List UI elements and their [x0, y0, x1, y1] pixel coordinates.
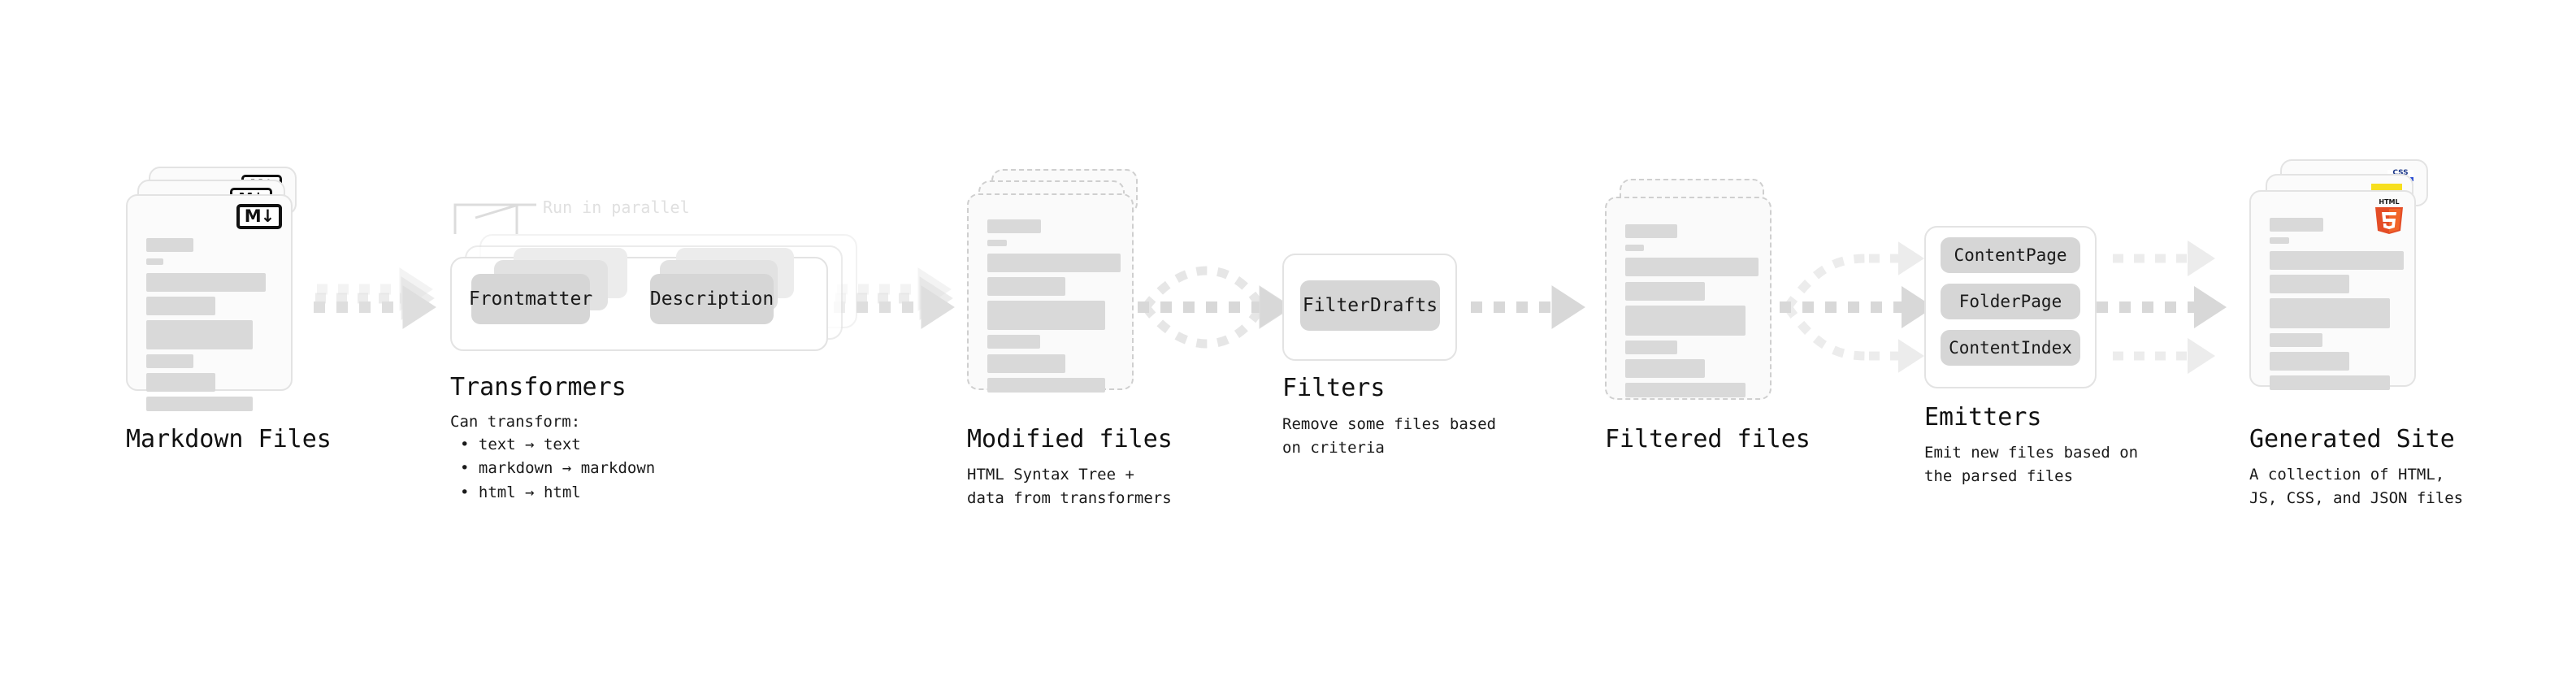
description-pill[interactable]: Description	[650, 274, 774, 324]
doc-bar	[2270, 237, 2289, 244]
doc-bar	[2270, 218, 2323, 232]
doc-bar	[146, 258, 163, 265]
filtered-card-front	[1605, 197, 1772, 400]
html5-icon: HTML	[2375, 198, 2403, 234]
transform-bullet: • html → html	[460, 483, 581, 501]
modified-files-title: Modified files	[967, 425, 1173, 453]
arrow-filters-to-filtered	[1471, 285, 1585, 329]
filter-drafts-pill[interactable]: FilterDrafts	[1300, 280, 1440, 331]
doc-bar	[146, 373, 215, 392]
filters-caption: Remove some files based on criteria	[1282, 415, 1497, 457]
doc-bar	[987, 378, 1105, 393]
arrow-modified-to-filters	[1138, 266, 1293, 349]
doc-bar	[987, 254, 1121, 272]
doc-bar	[987, 354, 1065, 373]
doc-bar	[1625, 383, 1746, 397]
doc-bar	[1625, 306, 1746, 336]
doc-bar	[146, 273, 266, 292]
doc-bar	[2270, 251, 2404, 270]
emitters-title: Emitters	[1924, 403, 2042, 432]
html-card-front: HTML	[2249, 190, 2416, 390]
doc-bar	[146, 238, 193, 252]
doc-bar	[987, 240, 1007, 246]
transform-bullet: • text → text	[460, 436, 581, 453]
doc-bar	[1625, 224, 1677, 238]
doc-bar	[1625, 245, 1644, 251]
doc-bar	[1625, 258, 1759, 276]
modified-files-caption: HTML Syntax Tree + data from transformer…	[967, 466, 1172, 507]
modified-card-front	[967, 193, 1134, 393]
filters-title: Filters	[1282, 374, 1386, 402]
doc-bar	[2270, 352, 2349, 371]
arrow-emitters-to-site	[2097, 240, 2227, 375]
markdown-card-front: M↓	[126, 194, 293, 411]
frontmatter-pill[interactable]: Frontmatter	[469, 274, 592, 324]
doc-bar	[987, 301, 1105, 330]
doc-bar	[2270, 375, 2390, 390]
arrow-filtered-to-emitters	[1780, 241, 1934, 373]
doc-bar	[146, 297, 215, 315]
svg-text:HTML: HTML	[2379, 198, 2399, 206]
generated-site-title: Generated Site	[2249, 425, 2455, 453]
content-index-pill[interactable]: ContentIndex	[1941, 330, 2080, 366]
run-in-parallel-label: Run in parallel	[543, 197, 690, 217]
doc-bar	[1625, 340, 1677, 354]
markdown-icon: M↓	[236, 204, 282, 229]
folder-page-pill[interactable]: FolderPage	[1941, 284, 2080, 319]
run-in-parallel-bracket	[453, 203, 536, 234]
doc-bar	[146, 354, 193, 368]
transformers-caption: Can transform:	[450, 413, 581, 431]
doc-bar	[1625, 282, 1705, 301]
doc-bar	[146, 397, 253, 411]
generated-site-caption: A collection of HTML, JS, CSS, and JSON …	[2249, 466, 2464, 507]
doc-bar	[1625, 359, 1705, 378]
doc-bar	[2270, 298, 2390, 328]
content-page-pill[interactable]: ContentPage	[1941, 237, 2080, 273]
doc-bar	[987, 219, 1041, 233]
transformers-title: Transformers	[450, 373, 627, 401]
transformers-bullets: • text → text • markdown → markdown • ht…	[460, 433, 655, 505]
doc-bar	[2270, 275, 2349, 293]
arrow-markdown-to-transformers	[314, 267, 436, 329]
transform-bullet: • markdown → markdown	[460, 459, 656, 478]
doc-bar	[987, 277, 1065, 296]
doc-bar	[987, 335, 1040, 349]
markdown-files-title: Markdown Files	[126, 425, 332, 453]
doc-bar	[2270, 333, 2322, 347]
emitters-caption: Emit new files based on the parsed files	[1924, 444, 2139, 485]
doc-bar	[146, 320, 253, 349]
filtered-files-title: Filtered files	[1605, 425, 1811, 453]
